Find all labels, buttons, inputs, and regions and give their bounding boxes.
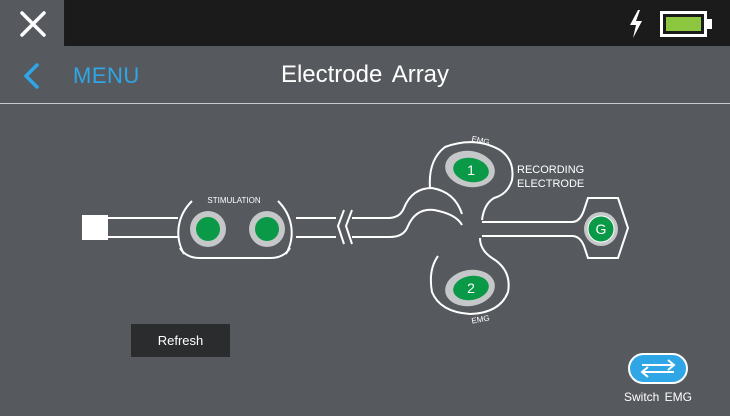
lightning-icon	[630, 10, 642, 38]
close-icon	[20, 11, 46, 37]
emg-top-label: EMG	[471, 134, 491, 147]
swap-arrows-icon	[640, 359, 676, 378]
menu-button[interactable]: MENU	[73, 63, 140, 88]
recording-label-line2: ELECTRODE	[517, 178, 584, 190]
emg-electrode-1	[453, 157, 489, 183]
stimulation-label: STIMULATION	[207, 196, 260, 205]
top-bar	[0, 0, 730, 46]
ground-electrode	[587, 215, 615, 243]
switch-emg-label: Switch EMG	[623, 390, 692, 404]
electrode-array-diagram: STIMULATION EMG EMG RECORDING ELECTRODE …	[82, 134, 630, 326]
battery-level	[666, 17, 701, 31]
close-button[interactable]	[0, 0, 66, 46]
nav-bar	[0, 46, 730, 104]
electrode-1-number: 1	[467, 162, 475, 178]
page-title: Electrode Array	[280, 61, 450, 88]
stimulation-electrode-1	[196, 217, 220, 241]
connector-pad	[82, 215, 108, 240]
switch-emg-button[interactable]	[628, 353, 688, 384]
electrode-g-label: G	[596, 221, 607, 237]
status-bar	[66, 0, 730, 46]
emg-bottom-label: EMG	[471, 314, 491, 326]
stimulation-electrode-2	[255, 217, 279, 241]
emg-electrode-2	[453, 275, 489, 301]
refresh-button[interactable]: Refresh	[131, 324, 230, 357]
battery-icon	[660, 11, 712, 37]
electrode-2-number: 2	[467, 280, 475, 296]
back-chevron-icon[interactable]	[18, 62, 46, 90]
recording-label-line1: RECORDING	[517, 164, 584, 176]
